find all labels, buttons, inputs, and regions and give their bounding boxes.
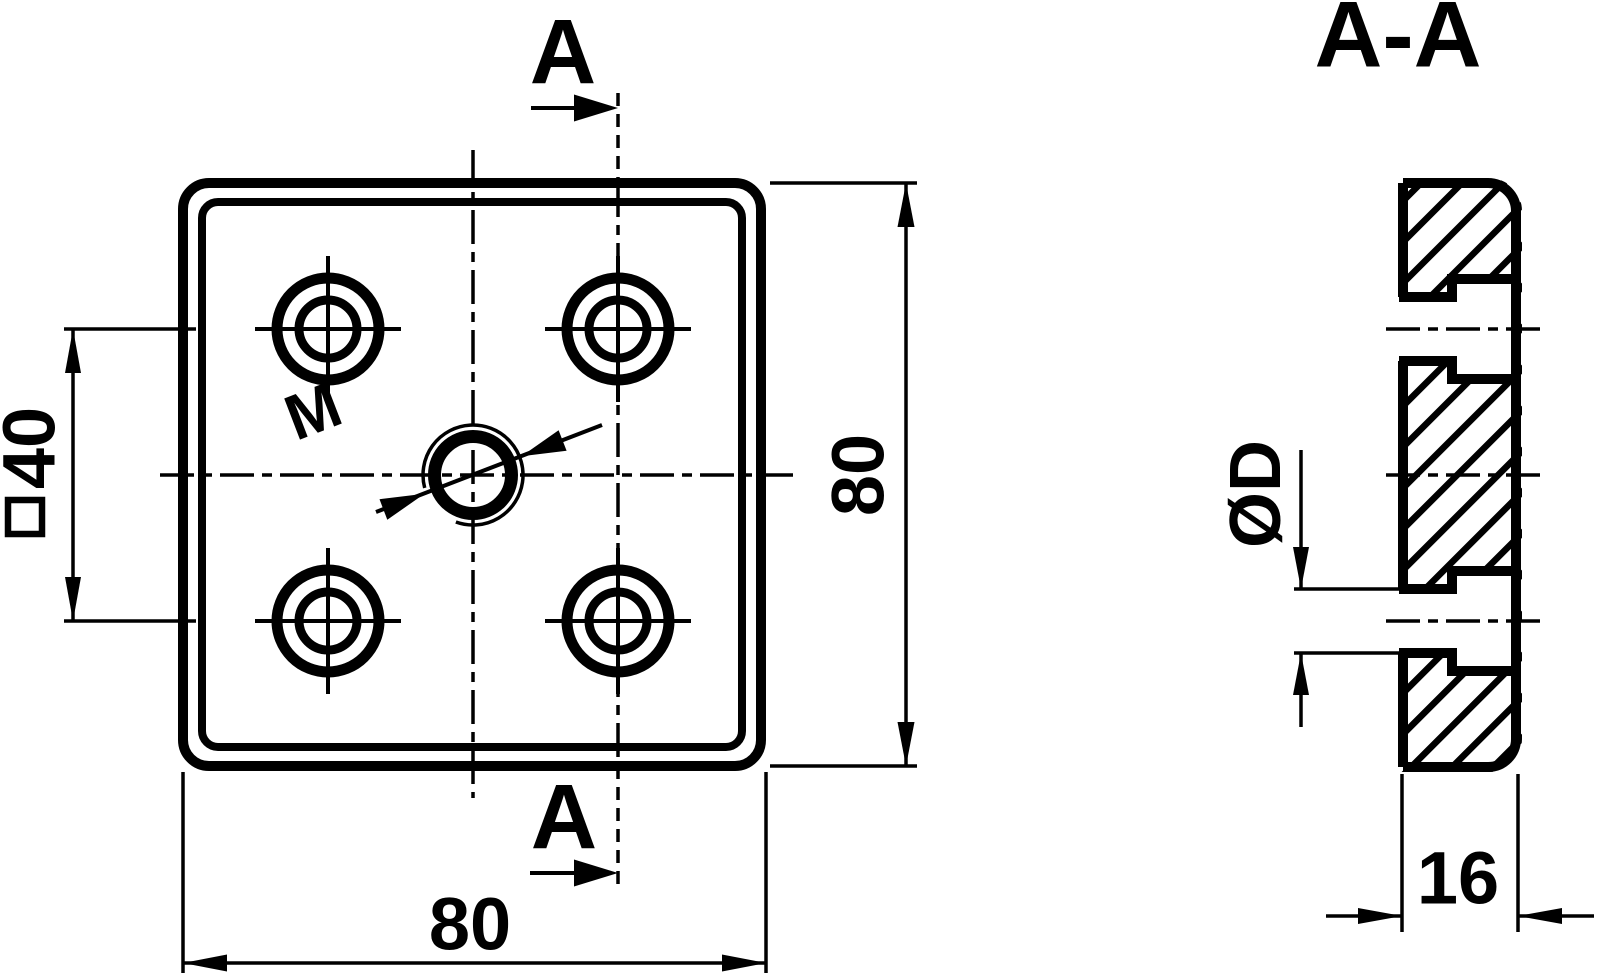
cut-arrow-top: A — [530, 1, 618, 122]
dimension-hole-diameter: ØD — [1216, 440, 1399, 727]
width-dim-text: 80 — [429, 883, 511, 966]
hole-spacing-value: 40 — [0, 407, 71, 489]
section-centerlines — [1386, 327, 1540, 623]
cut-arrow-bottom: A — [530, 766, 618, 887]
section-view: A-A ØD 16 — [1216, 0, 1594, 932]
section-hole-bottom — [1399, 566, 1514, 676]
leader-arrowhead-left — [379, 493, 425, 520]
height-dim-text: 80 — [817, 434, 900, 516]
dimension-width: 80 — [181, 772, 768, 973]
dimension-hole-spacing: 40 — [0, 327, 196, 623]
central-thread-hole — [421, 423, 525, 527]
dimension-thickness: 16 — [1326, 774, 1594, 932]
counterbore-hole-top-right — [545, 256, 691, 402]
counterbore-hole-bottom-right — [545, 548, 691, 694]
cut-label-top: A — [530, 1, 596, 103]
thread-arc — [421, 423, 525, 527]
leader-arrowhead-right — [521, 430, 567, 457]
square-symbol-icon — [4, 496, 46, 538]
section-hole-top — [1399, 274, 1514, 384]
dimension-height: 80 — [770, 181, 917, 768]
thickness-dim-text: 16 — [1417, 837, 1499, 920]
cut-label-bottom: A — [531, 766, 597, 868]
section-title: A-A — [1314, 0, 1481, 87]
counterbore-hole-bottom-left — [255, 548, 401, 694]
front-view: M 40 80 80 A — [0, 1, 917, 973]
counterbore-hole-top-left — [255, 256, 401, 402]
hole-diameter-label: ØD — [1216, 440, 1296, 548]
